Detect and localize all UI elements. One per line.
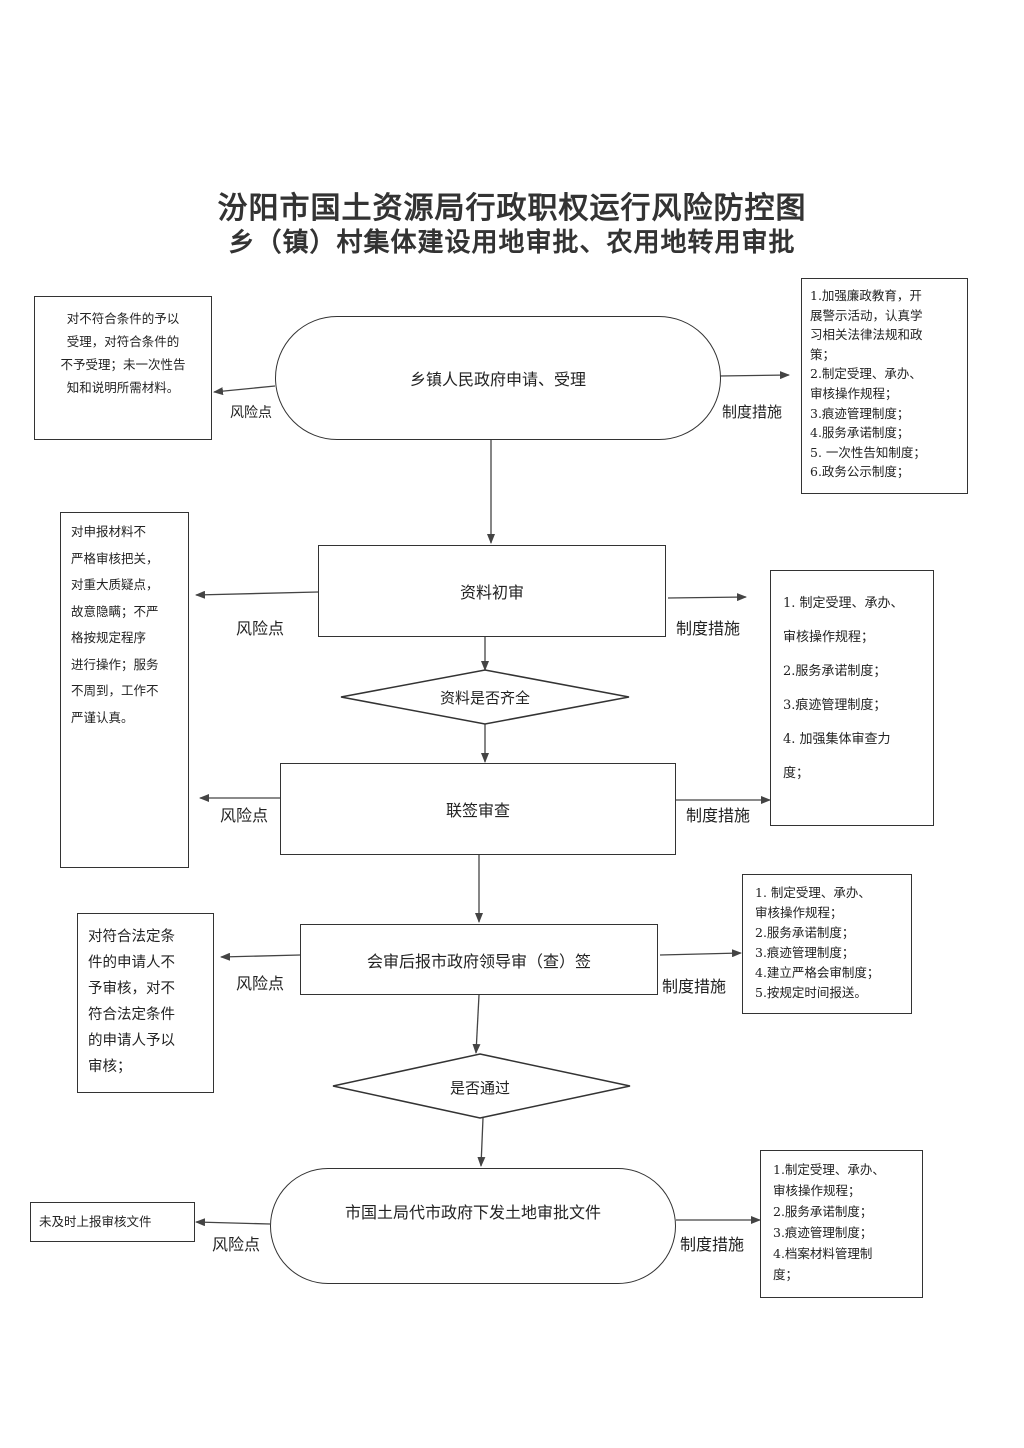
measure-arrow-1 (718, 371, 790, 380)
measure-label-4: 制度措施 (662, 977, 727, 996)
measure-line: 4. 加强集体审查力 (783, 732, 891, 747)
measure-line: 3.痕迹管理制度； (783, 698, 887, 713)
risk-line: 进行操作；服务 (71, 656, 159, 672)
measure-line: 度； (783, 766, 810, 781)
decision-diamond-1 (340, 669, 630, 725)
risk-arrow-4 (220, 952, 301, 961)
measure-box-4: 1.制定受理、承办、 审核操作规程； 2.服务承诺制度； 3.痕迹管理制度； 4… (760, 1150, 923, 1298)
risk-label-1: 风险点 (230, 405, 272, 421)
measure-line: 1. 制定受理、承办、 (783, 596, 904, 611)
risk-box-4: 未及时上报审核文件 (30, 1202, 195, 1242)
risk-label-4: 风险点 (236, 974, 285, 993)
measure-line: 4.服务承诺制度； (810, 425, 910, 441)
risk-arrow-1 (213, 385, 276, 396)
measure-line: 6.政务公示制度； (810, 464, 910, 480)
step-label: 资料初审 (459, 583, 524, 602)
measure-line: 2.制定受理、承办、 (810, 366, 922, 382)
page-title: 汾阳市国土资源局行政职权运行风险防控图 (217, 191, 807, 226)
risk-line: 的申请人予以 (88, 1033, 175, 1049)
measure-box-1: 1.加强廉政教育，开 展警示活动，认真学 习相关法律法规和政 策； 2.制定受理… (801, 278, 968, 494)
risk-line: 对符合法定条 (88, 929, 175, 945)
measure-line: 5. 一次性告知制度； (810, 444, 926, 460)
risk-line: 未及时上报审核文件 (39, 1214, 152, 1229)
measure-line: 4.建立严格会审制度； (755, 965, 880, 980)
risk-arrow-2 (195, 590, 319, 599)
measure-line: 2.服务承诺制度； (755, 925, 855, 940)
measure-line: 3.痕迹管理制度； (755, 945, 855, 960)
risk-line: 件的申请人不 (88, 955, 175, 971)
measure-line: 审核操作规程； (783, 630, 875, 645)
measure-line: 5.按规定时间报送。 (755, 985, 867, 1000)
measure-line: 审核操作规程； (810, 385, 898, 401)
risk-line: 受理，对符合条件的 (66, 334, 180, 349)
step-joint-review: 联签审查 (280, 763, 676, 855)
measure-arrow-4 (659, 949, 742, 958)
risk-line: 予审核，对不 (88, 981, 175, 997)
risk-box-3: 对符合法定条 件的申请人不 予审核，对不 符合法定条件 的申请人予以 审核； (77, 913, 214, 1093)
risk-label-2: 风险点 (236, 619, 285, 638)
measure-label-1: 制度措施 (722, 403, 783, 421)
step-label: 乡镇人民政府申请、受理 (409, 370, 586, 389)
step-apply-accept: 乡镇人民政府申请、受理 (275, 316, 721, 440)
measure-box-2: 1. 制定受理、承办、 审核操作规程； 2.服务承诺制度； 3.痕迹管理制度； … (770, 570, 934, 826)
risk-line: 不周到，工作不 (71, 683, 159, 698)
measure-line: 审核操作规程； (755, 905, 843, 920)
measure-label-3: 制度措施 (686, 806, 751, 825)
measure-line: 3.痕迹管理制度； (810, 405, 910, 421)
flow-arrow-5 (472, 994, 481, 1054)
risk-line: 知和说明所需材料。 (66, 380, 180, 395)
measure-box-3: 1. 制定受理、承办、 审核操作规程； 2.服务承诺制度； 3.痕迹管理制度； … (742, 874, 912, 1014)
measure-line: 展警示活动，认真学 (810, 307, 923, 323)
risk-box-2: 对申报材料不 严格审核把关， 对重大质疑点， 故意隐瞒；不严 格按规定程序 进行… (60, 512, 189, 868)
risk-line: 对重大质疑点， (71, 577, 159, 592)
step-label: 联签审查 (445, 801, 510, 820)
risk-line: 严谨认真。 (71, 709, 134, 725)
risk-box-1: 对不符合条件的予以 受理，对符合条件的 不予受理；未一次性告 知和说明所需材料。 (34, 296, 212, 440)
step-label: 会审后报市政府领导审（查）签 (366, 951, 591, 971)
risk-line: 严格审核把关， (71, 550, 159, 566)
decision-approved: 是否通过 (449, 1079, 510, 1097)
page-subtitle: 乡（镇）村集体建设用地审批、农用地转用审批 (228, 228, 796, 258)
measure-line: 度； (773, 1267, 799, 1282)
step-issue-approval: 市国土局代市政府下发土地审批文件 (270, 1168, 676, 1284)
flow-arrow-6 (477, 1117, 486, 1167)
measure-line: 4.档案材料管理制 (773, 1246, 873, 1261)
risk-label-5: 风险点 (212, 1235, 261, 1254)
risk-line: 不予受理；未一次性告 (60, 357, 186, 372)
risk-line: 符合法定条件 (88, 1007, 175, 1023)
risk-line: 对不符合条件的予以 (66, 311, 180, 326)
measure-label-2: 制度措施 (676, 619, 741, 638)
risk-arrow-5 (195, 1218, 271, 1227)
risk-line: 审核； (88, 1059, 132, 1075)
measure-line: 习相关法律法规和政 (810, 327, 923, 343)
decision-materials-complete: 资料是否齐全 (439, 689, 530, 707)
step-leader-signoff: 会审后报市政府领导审（查）签 (300, 924, 658, 995)
measure-label-5: 制度措施 (680, 1235, 745, 1254)
measure-arrow-2 (667, 593, 747, 602)
risk-label-3: 风险点 (220, 806, 269, 825)
measure-line: 策； (810, 346, 836, 362)
decision-diamond-2 (332, 1053, 631, 1119)
measure-line: 1.加强廉政教育，开 (810, 288, 922, 303)
risk-line: 对申报材料不 (71, 524, 147, 539)
measure-line: 审核操作规程； (773, 1183, 861, 1198)
measure-line: 3.痕迹管理制度； (773, 1225, 873, 1240)
step-label: 市国土局代市政府下发土地审批文件 (344, 1203, 601, 1222)
measure-line: 2.服务承诺制度； (773, 1204, 873, 1219)
risk-line: 故意隐瞒；不严 (71, 603, 159, 619)
risk-line: 格按规定程序 (71, 630, 147, 645)
measure-line: 1.制定受理、承办、 (773, 1162, 885, 1177)
measure-line: 2.服务承诺制度； (783, 664, 887, 679)
measure-line: 1. 制定受理、承办、 (755, 885, 871, 900)
step-initial-review: 资料初审 (318, 545, 666, 637)
